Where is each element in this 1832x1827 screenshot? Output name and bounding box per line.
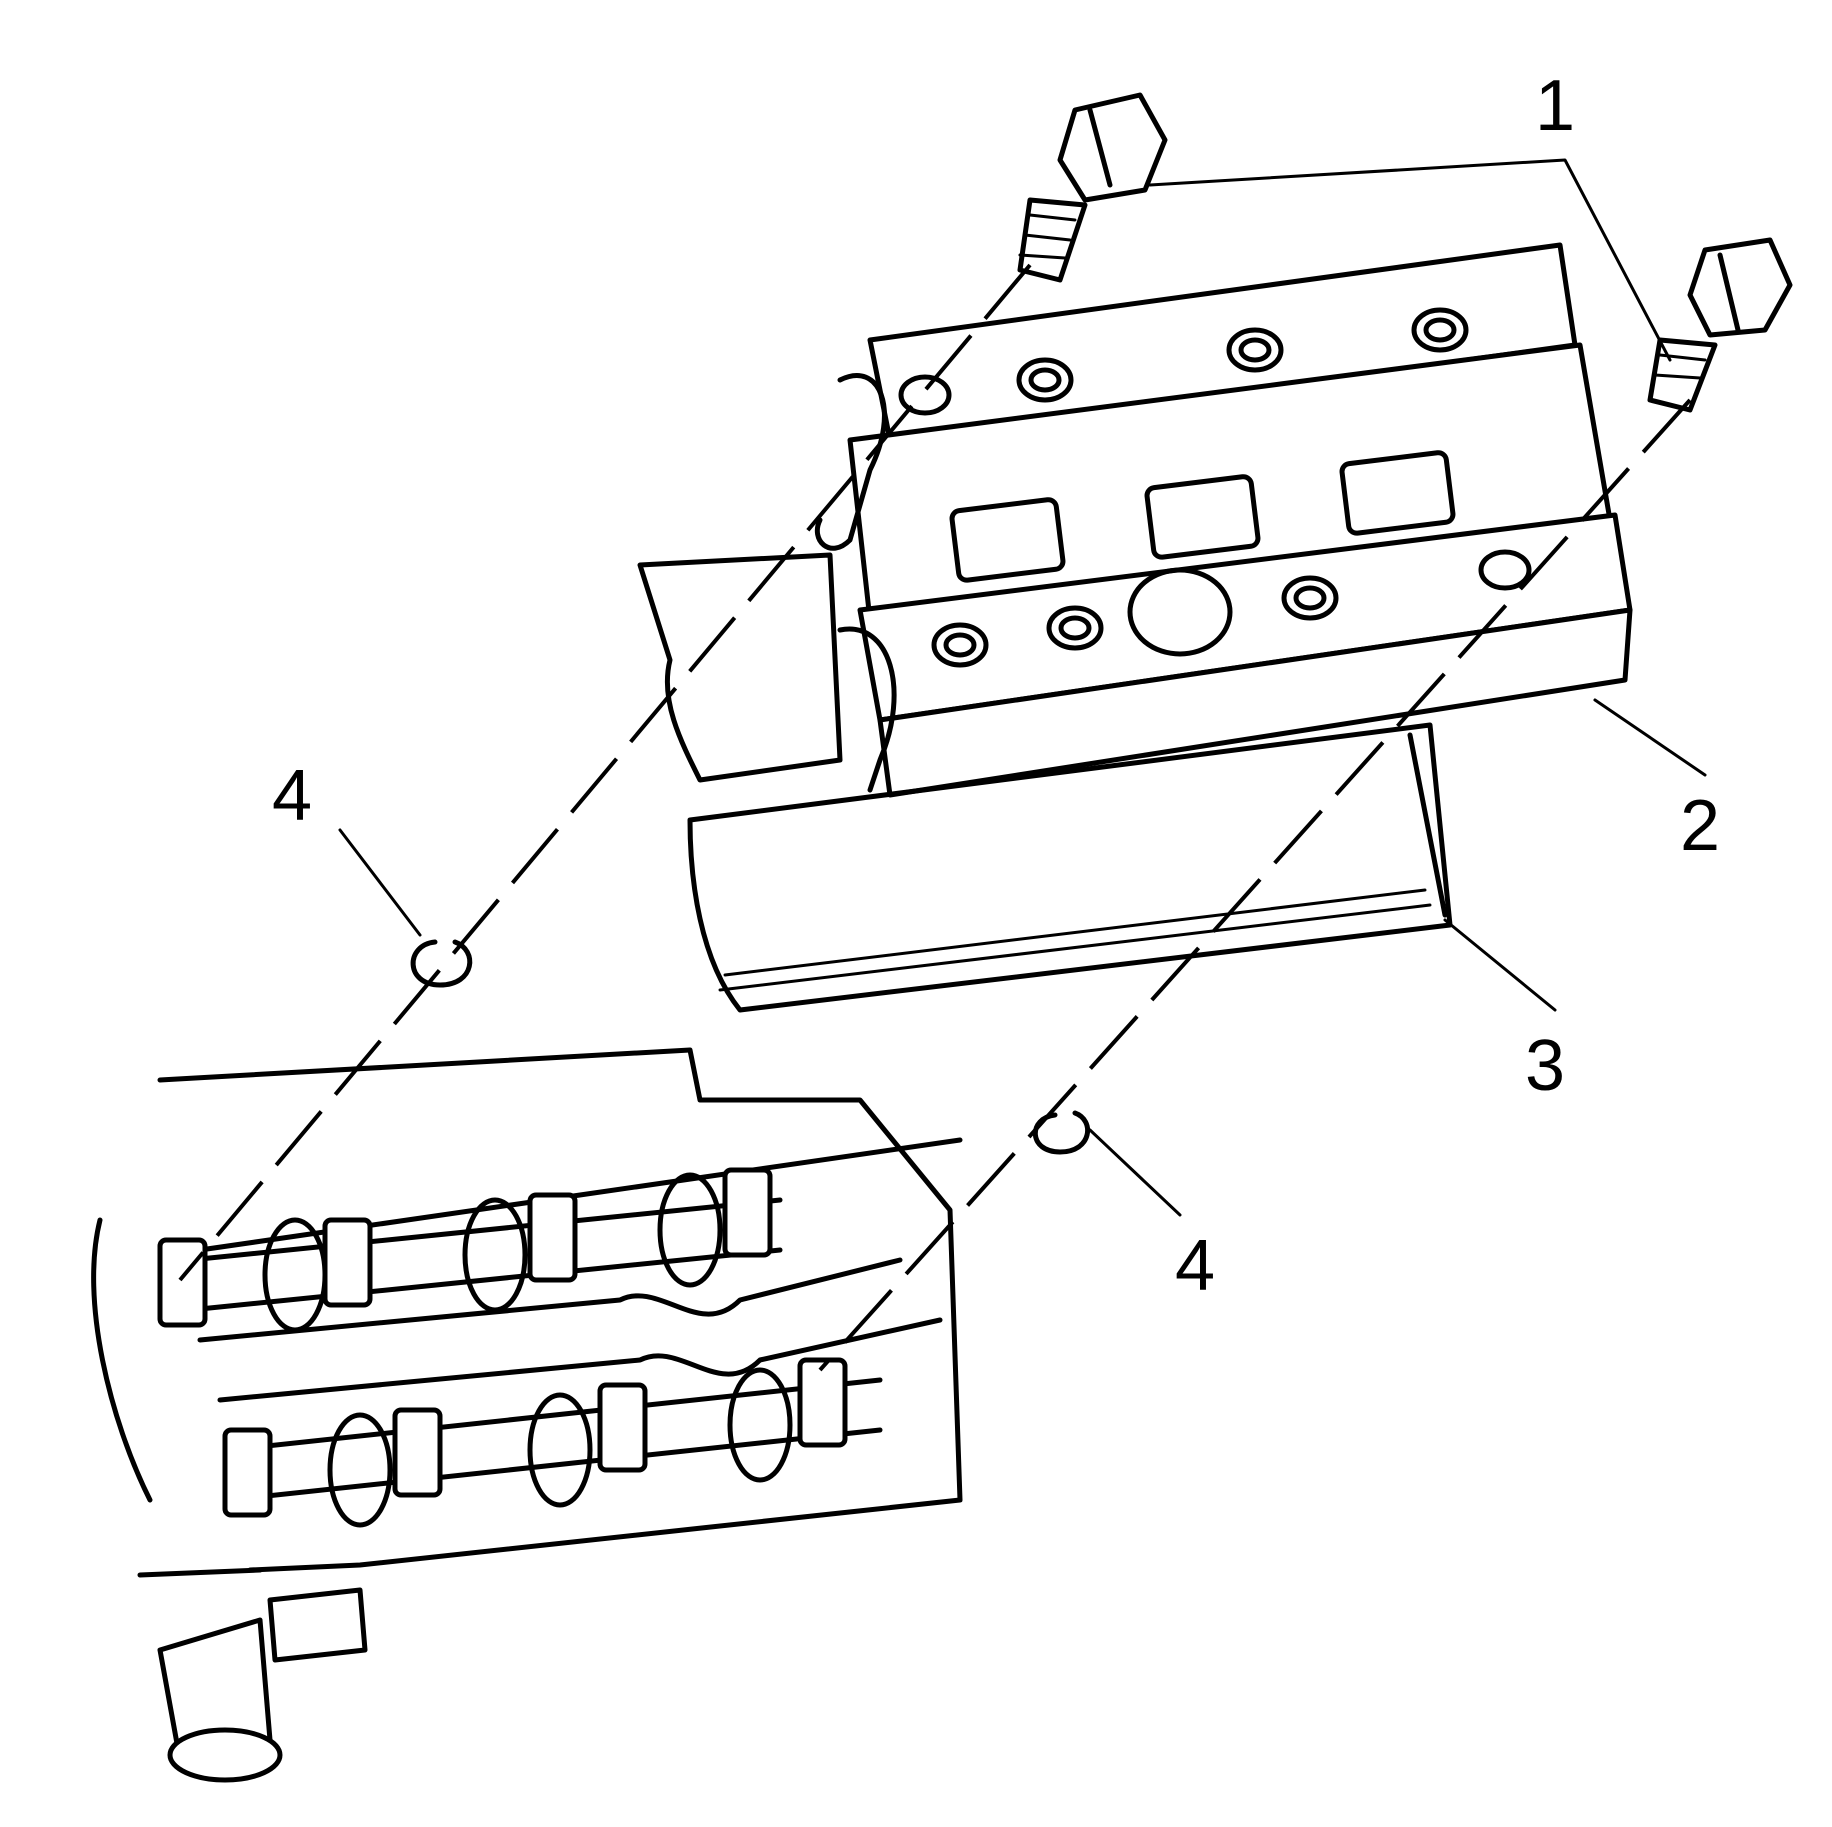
cam-lobes [262,1172,793,1528]
callout-2: 2 [1680,786,1720,866]
assembly-lines [178,263,1692,1372]
callout-1: 1 [1535,66,1575,146]
camshaft-cover [814,242,1633,798]
callout-3: 3 [1525,1026,1565,1106]
cover-gasket [637,552,1453,1013]
seal-upper [410,939,473,988]
cover-bolt-holes [898,307,1532,668]
callout-4-lower: 4 [1175,1226,1215,1306]
bolt-left [1017,92,1168,283]
callout-4-upper: 4 [272,756,312,836]
bolt-right [1647,237,1793,413]
leader-lines [338,158,1707,1217]
bearing-caps [157,1167,848,1518]
cylinder-head [91,1047,963,1783]
